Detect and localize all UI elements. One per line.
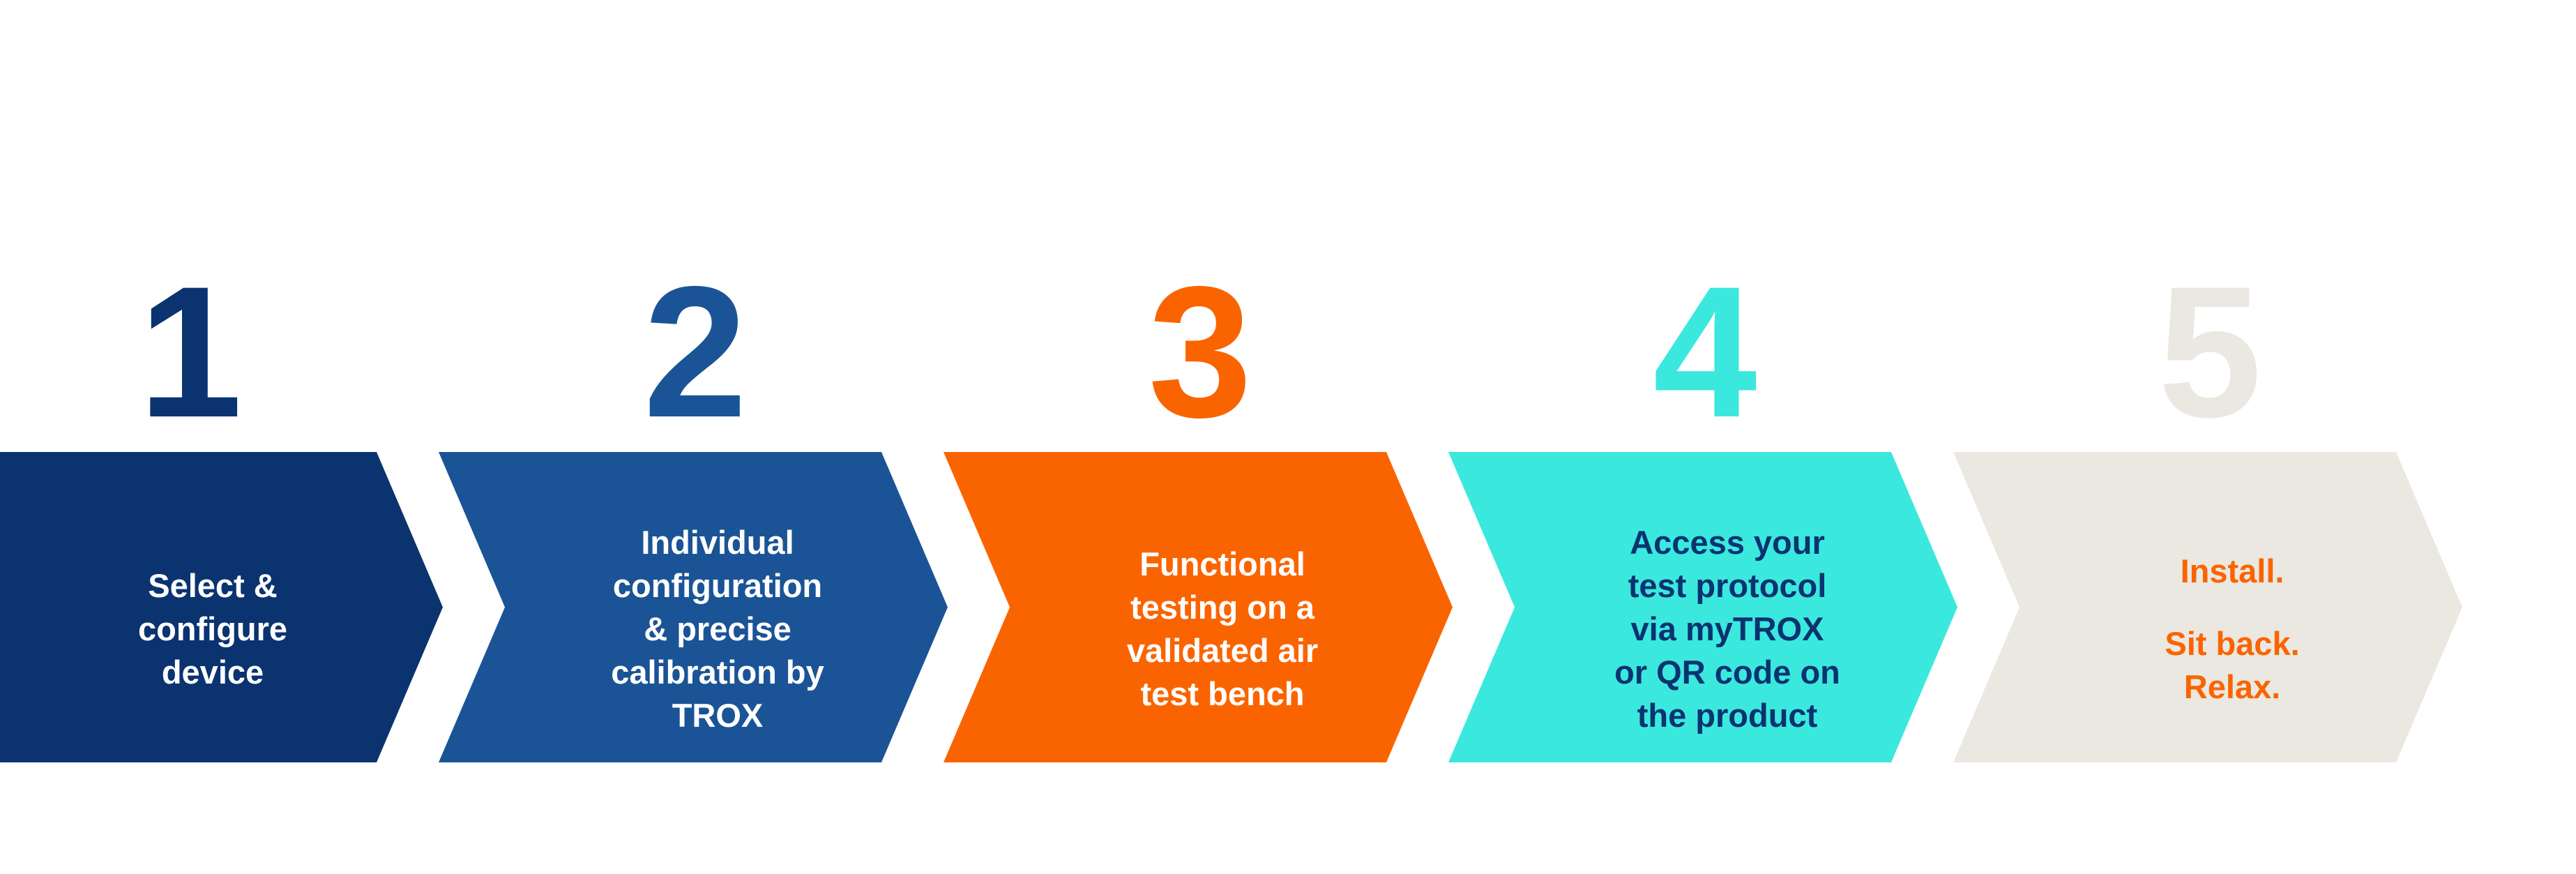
process-step-2-body: Individual configuration & precise calib… [611, 523, 824, 734]
process-step-1[interactable]: Select & configure device [0, 452, 443, 762]
process-step-4[interactable]: Access your test protocol via myTROX or … [1448, 452, 1957, 762]
process-step-3-label: Functional testing on a validated air te… [1073, 499, 1372, 716]
step-number-5: 5 [2158, 247, 2261, 456]
process-step-5[interactable]: Install. Sit back. Relax. [1953, 452, 2462, 762]
process-step-2-label: Individual configuration & precise calib… [568, 478, 867, 737]
process-step-1-label: Select & configure device [63, 521, 363, 694]
step-number-2: 2 [643, 247, 747, 456]
process-step-5-label: Install. Sit back. Relax. [2082, 506, 2382, 709]
process-step-5-lead: Install. [2180, 552, 2285, 589]
process-step-4-label: Access your test protocol via myTROX or … [1577, 478, 1877, 737]
step-number-1: 1 [138, 247, 242, 456]
process-step-1-body: Select & configure device [137, 566, 288, 691]
step-number-4: 4 [1653, 247, 1757, 456]
process-step-3[interactable]: Functional testing on a validated air te… [944, 452, 1453, 762]
process-step-3-body: Functional testing on a validated air te… [1126, 545, 1319, 712]
process-step-4-body: Access your test protocol via myTROX or … [1614, 523, 1840, 734]
process-step-5-body: Sit back. Relax. [2165, 624, 2300, 705]
process-step-2[interactable]: Individual configuration & precise calib… [439, 452, 948, 762]
step-number-3: 3 [1148, 247, 1252, 456]
